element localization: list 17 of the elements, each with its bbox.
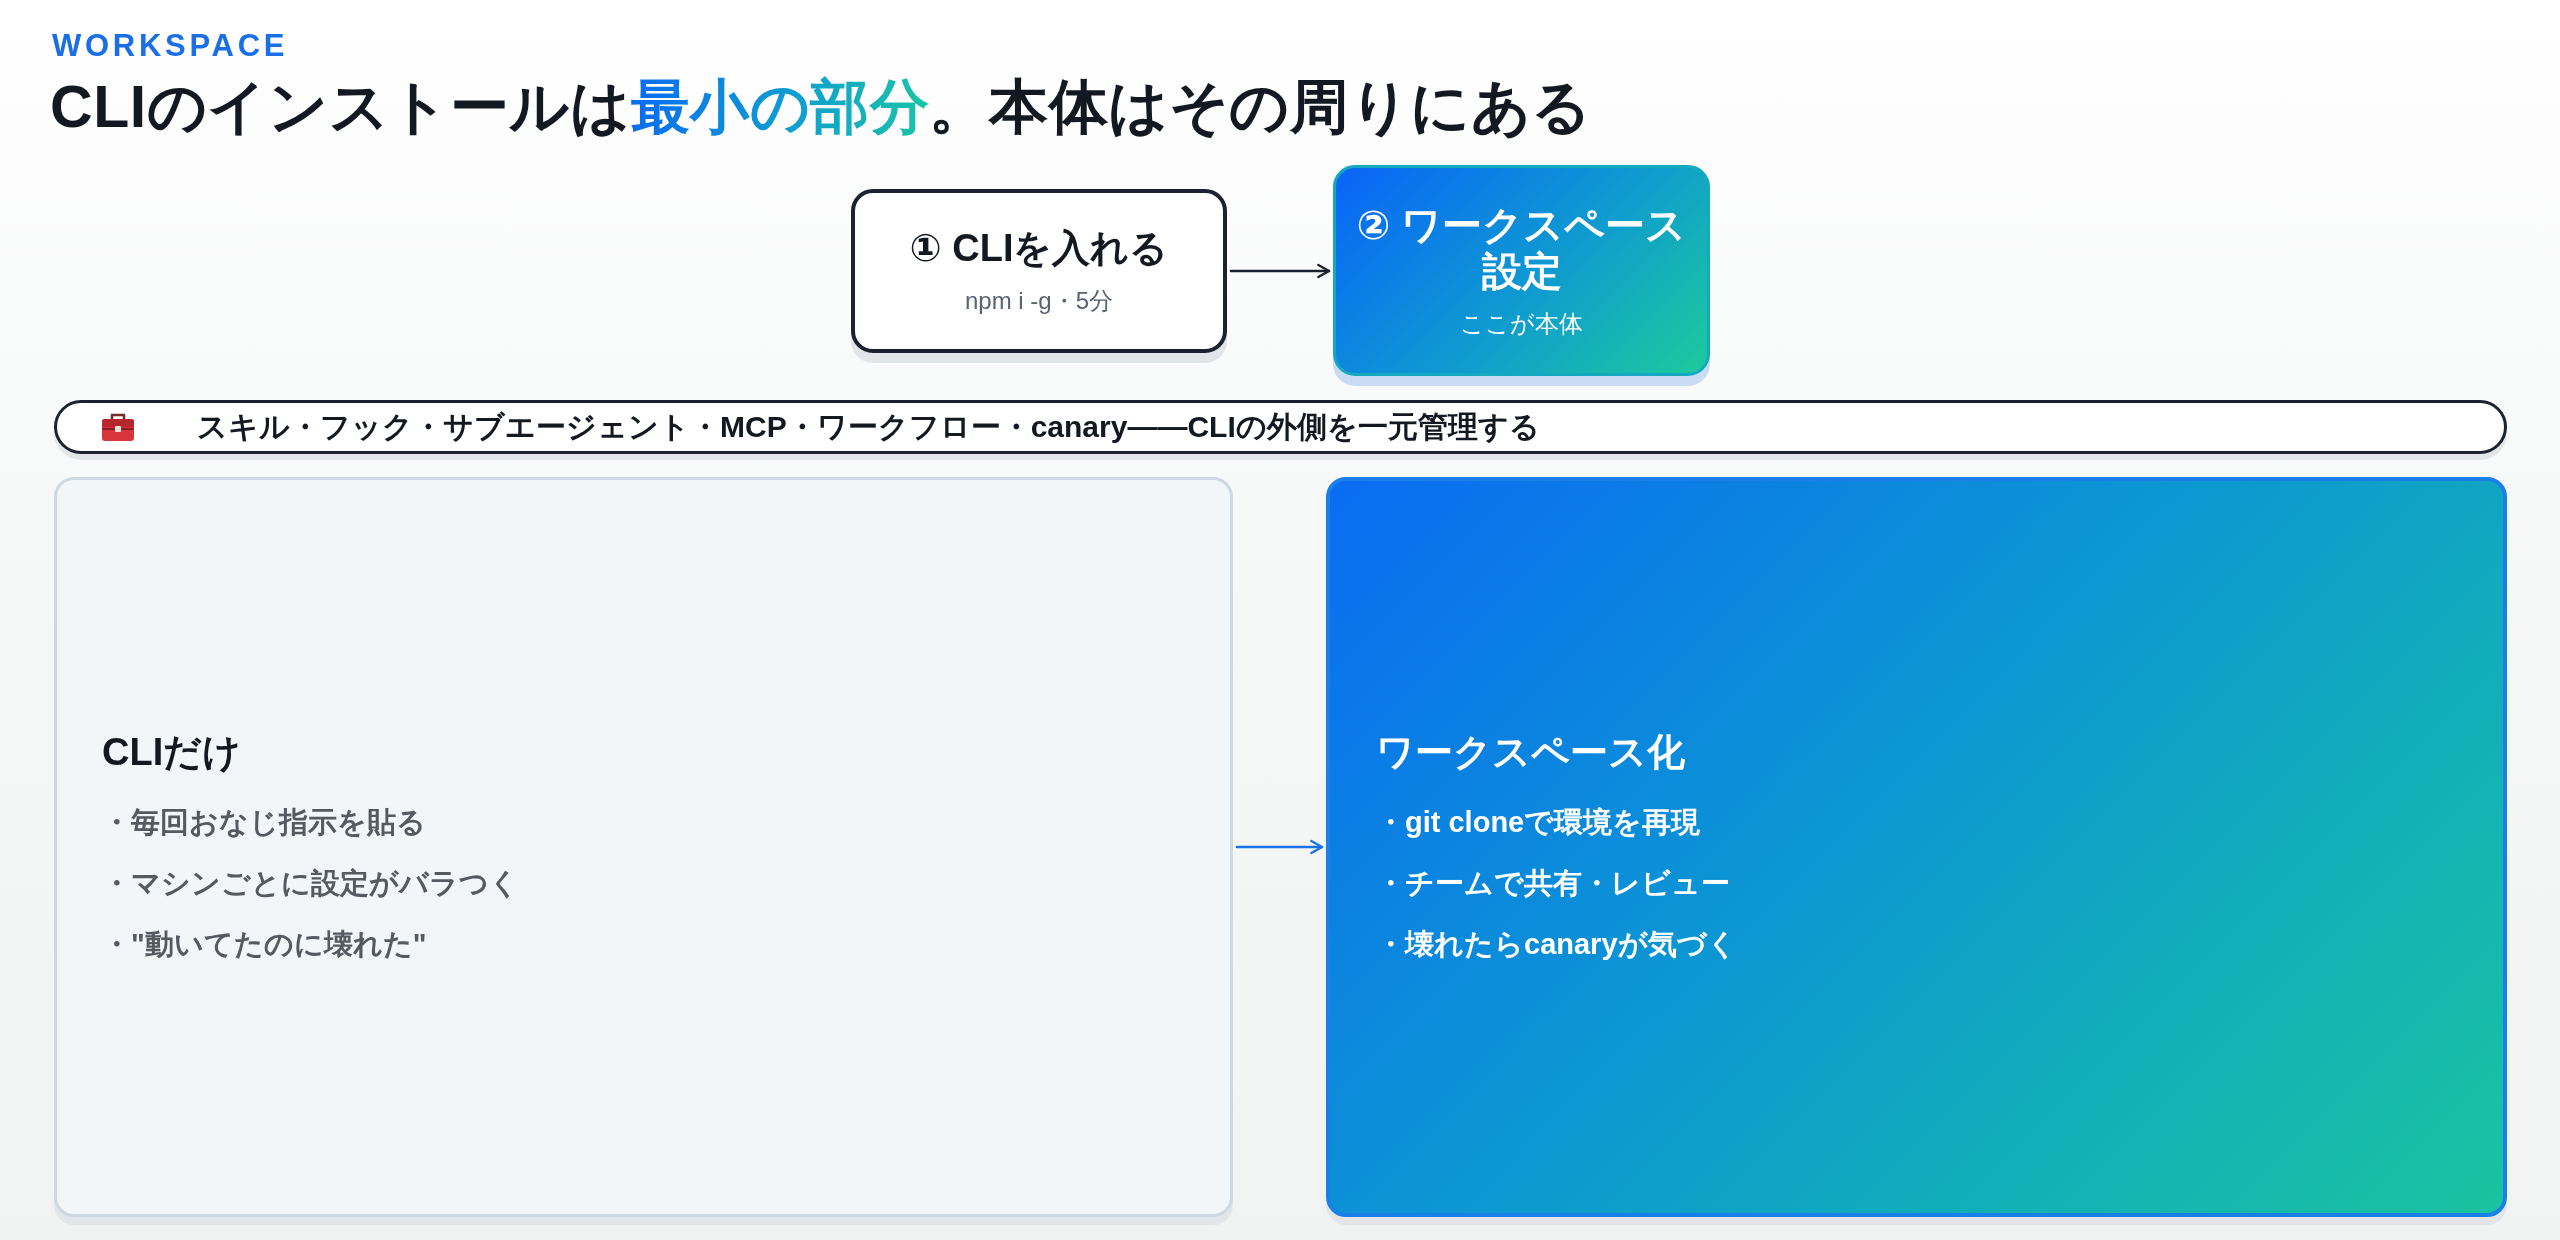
- banner-text: スキル・フック・サブエージェント・MCP・ワークフロー・canary——CLIの外側を一元管理する: [197, 408, 1540, 445]
- bullet-item: ・マシンごとに設定がバラつく: [102, 865, 519, 901]
- arrow: [1235, 839, 1324, 855]
- bullet-item: ・壊れたらcanaryが気づく: [1376, 927, 1737, 963]
- bullet-item: ・毎回おなじ指示を貼る: [102, 804, 426, 840]
- title: CLIのインストールは最小の部分。本体はその周りにある: [50, 73, 1592, 142]
- bullet-item: ・git cloneで環境を再現: [1376, 804, 1701, 840]
- bullet-item: ・"動いてたのに壊れた": [102, 927, 427, 963]
- step-note: npm i -g・5分: [964, 286, 1113, 317]
- arrow: [1229, 263, 1331, 279]
- panel-heading: ワークスペース化: [1376, 729, 1685, 775]
- step-heading: ① CLIを入れる: [909, 225, 1169, 271]
- step-note: ここが本体: [1460, 308, 1583, 339]
- bullet-item: ・チームで共有・レビュー: [1376, 865, 1730, 901]
- eyebrow-label: WORKSPACE: [52, 28, 289, 64]
- panel-heading: CLIだけ: [102, 729, 242, 775]
- step-heading: ② ワークスペース設定: [1355, 201, 1688, 294]
